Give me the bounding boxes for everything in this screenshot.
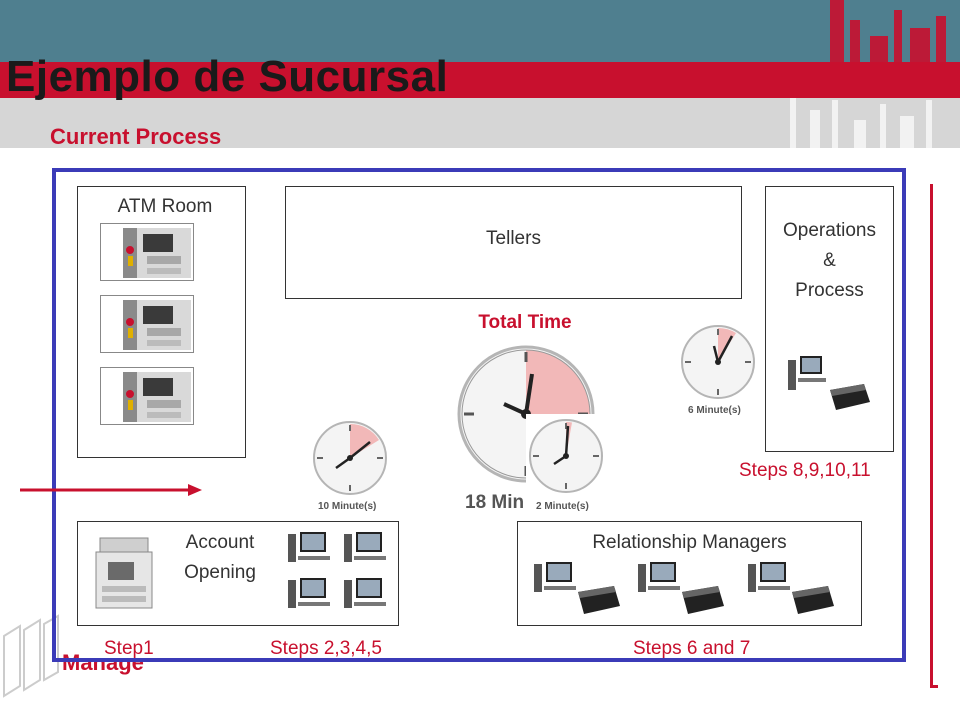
- account-opening-label-line1: Account: [185, 532, 255, 553]
- relationship-managers-label: Relationship Managers: [592, 532, 787, 553]
- account-clock-caption: 10 Minute(s): [318, 501, 377, 512]
- logo-fragment: Manage: [62, 650, 144, 675]
- right-bracket: [930, 184, 938, 688]
- atm-machine: [100, 295, 194, 353]
- tellers-box: [285, 186, 742, 299]
- header-teal-band: [0, 0, 960, 62]
- atm-icon: [123, 372, 191, 422]
- atm-machine: [100, 223, 194, 281]
- slide-subtitle: Current Process: [50, 124, 222, 149]
- atm-room-label: ATM Room: [117, 196, 213, 217]
- ops-steps-label: Steps 8,9,10,11: [739, 460, 871, 481]
- operations-box: [765, 186, 894, 452]
- operations-label-line1: Operations: [783, 220, 876, 241]
- step1-label: Step1: [104, 638, 154, 659]
- rm-clock-icon: [526, 414, 606, 498]
- account-opening-label-line2: Opening: [184, 562, 256, 583]
- rm-clock-caption: 2 Minute(s): [536, 501, 589, 512]
- computer-group-icon: [288, 532, 386, 608]
- account-clock-icon: [313, 421, 387, 495]
- atm-icon: [123, 300, 191, 350]
- rm-workstations-icon: [534, 562, 834, 614]
- atm-icon: [123, 228, 191, 278]
- operations-label-line2: &: [823, 250, 836, 271]
- total-time-caption: 18 Min: [465, 492, 525, 513]
- atm-machine: [100, 367, 194, 425]
- total-time-heading: Total Time: [478, 312, 572, 333]
- account-steps-label: Steps 2,3,4,5: [270, 638, 382, 659]
- copier-icon: [95, 537, 153, 609]
- ops-clock-caption: 6 Minute(s): [688, 405, 741, 416]
- slide-title: Ejemplo de Sucursal: [6, 52, 449, 101]
- header-red-band: [0, 62, 960, 98]
- operations-label-line3: Process: [795, 280, 864, 301]
- tellers-label: Tellers: [486, 228, 541, 249]
- entry-arrow: [20, 484, 202, 496]
- header-gray-band: [0, 98, 960, 148]
- rm-steps-label: Steps 6 and 7: [633, 638, 751, 659]
- skyline-decoration: [790, 0, 946, 150]
- branch-frame: [52, 168, 906, 662]
- ops-clock-icon: [681, 325, 755, 399]
- computer-printer-icon: [788, 356, 870, 410]
